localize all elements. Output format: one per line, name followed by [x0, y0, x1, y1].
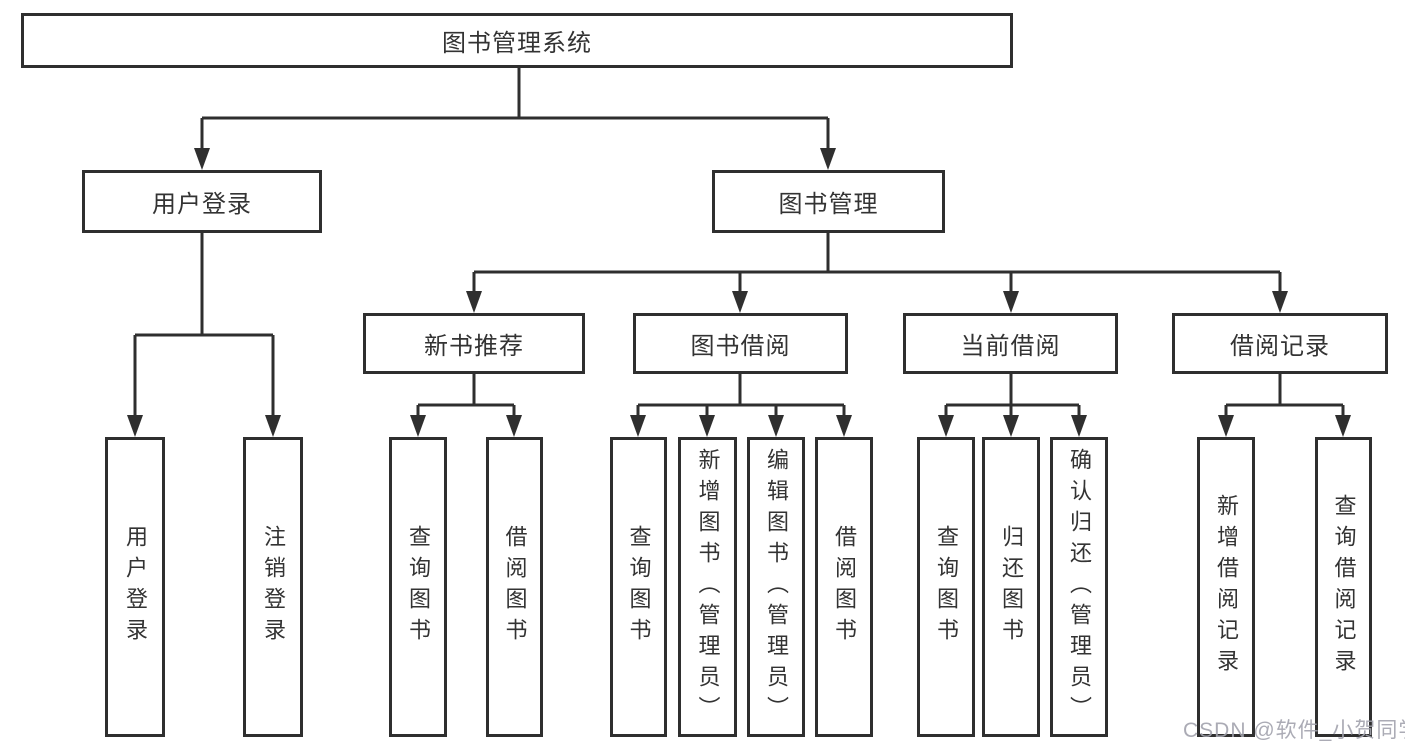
connector-newbook-to-leaves — [410, 374, 522, 437]
leaf-query-books-newbook-label: 查询图书 — [406, 525, 431, 649]
node-current-borrow-label: 当前借阅 — [960, 333, 1061, 360]
leaf-borrow-books-borrow: 借阅图书 — [815, 437, 873, 737]
connector-current-to-leaves — [938, 374, 1087, 437]
node-book-management: 图书管理 — [712, 170, 945, 233]
connector-records-to-leaves — [1218, 374, 1351, 437]
csdn-watermark: CSDN @软件_小贺同学 — [1183, 719, 1405, 742]
leaf-query-books-current: 查询图书 — [917, 437, 975, 737]
node-borrow-records: 借阅记录 — [1172, 313, 1388, 374]
connector-login-to-leaves — [127, 233, 281, 437]
connector-mgmt-to-level2 — [466, 233, 1288, 313]
leaf-add-borrow-record: 新增借阅记录 — [1197, 437, 1255, 737]
leaf-borrow-books-newbook-label: 借阅图书 — [502, 525, 528, 649]
connector-root-to-level1 — [194, 68, 836, 170]
node-current-borrow: 当前借阅 — [903, 313, 1118, 374]
node-user-login-label: 用户登录 — [152, 191, 252, 218]
leaf-query-books-current-label: 查询图书 — [934, 525, 959, 649]
node-user-login: 用户登录 — [82, 170, 322, 233]
leaf-add-borrow-record-label: 新增借阅记录 — [1214, 494, 1239, 680]
leaf-add-books-admin-label: 新增图书（管理员） — [695, 447, 721, 727]
connector-borrow-to-leaves — [630, 374, 852, 437]
node-root-label: 图书管理系统 — [442, 30, 592, 57]
leaf-logout-label: 注销登录 — [261, 525, 286, 649]
leaf-return-books: 归还图书 — [982, 437, 1040, 737]
node-new-book-recommend-label: 新书推荐 — [424, 333, 524, 360]
node-borrow-records-label: 借阅记录 — [1230, 333, 1330, 360]
leaf-confirm-return-admin: 确认归还（管理员） — [1050, 437, 1108, 737]
leaf-user-login-label: 用户登录 — [123, 525, 148, 649]
node-book-management-label: 图书管理 — [778, 191, 879, 218]
leaf-borrow-books-newbook: 借阅图书 — [486, 437, 543, 737]
leaf-query-borrow-record: 查询借阅记录 — [1315, 437, 1372, 737]
leaf-query-books-borrow-label: 查询图书 — [626, 525, 652, 649]
leaf-query-books-newbook: 查询图书 — [389, 437, 447, 737]
node-book-borrow-label: 图书借阅 — [690, 333, 791, 360]
leaf-query-borrow-record-label: 查询借阅记录 — [1331, 494, 1357, 680]
leaf-add-books-admin: 新增图书（管理员） — [678, 437, 737, 737]
node-new-book-recommend: 新书推荐 — [363, 313, 585, 374]
node-book-borrow: 图书借阅 — [633, 313, 848, 374]
leaf-logout: 注销登录 — [243, 437, 303, 737]
leaf-return-books-label: 归还图书 — [999, 525, 1024, 649]
leaf-edit-books-admin-label: 编辑图书（管理员） — [764, 447, 789, 727]
leaf-edit-books-admin: 编辑图书（管理员） — [747, 437, 805, 737]
node-root: 图书管理系统 — [21, 13, 1013, 68]
leaf-user-login: 用户登录 — [105, 437, 165, 737]
leaf-borrow-books-borrow-label: 借阅图书 — [832, 525, 857, 649]
leaf-confirm-return-admin-label: 确认归还（管理员） — [1067, 447, 1092, 727]
leaf-query-books-borrow: 查询图书 — [610, 437, 667, 737]
